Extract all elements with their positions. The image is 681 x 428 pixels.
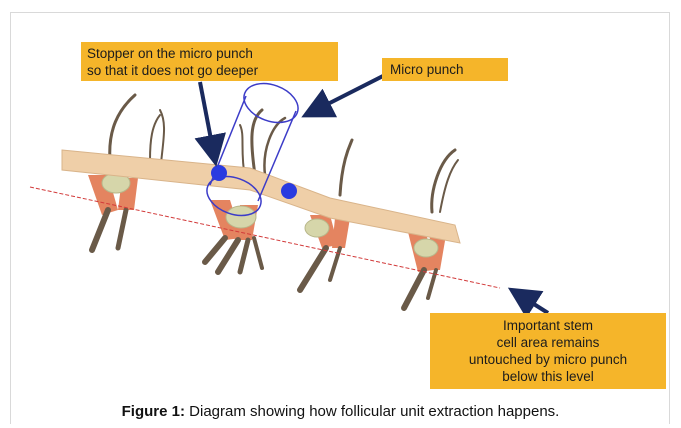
caption-prefix: Figure 1: [122,403,185,420]
caption-text: Diagram showing how follicular unit extr… [185,403,559,420]
pointer-arrows [200,75,548,313]
stem-cell-label: Important stem cell area remains untouch… [430,313,666,389]
micro-punch-label: Micro punch [382,58,508,81]
stopper-label: Stopper on the micro punch so that it do… [81,42,338,81]
stem-arrow [518,294,548,313]
stopper-arrow [200,82,214,155]
stopper-dot-left [211,165,227,181]
stopper-dot-right [281,183,297,199]
figure-caption: Figure 1: Diagram showing how follicular… [0,403,681,420]
